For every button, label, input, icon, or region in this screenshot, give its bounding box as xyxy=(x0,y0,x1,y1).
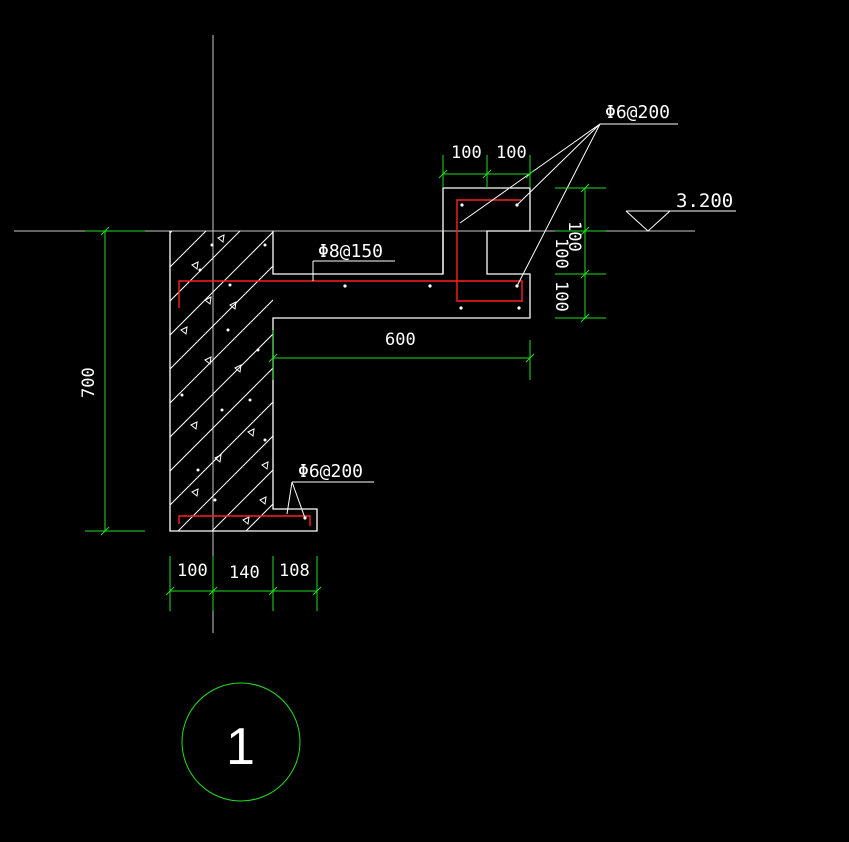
hatch-line xyxy=(280,231,580,531)
rebar xyxy=(178,199,523,526)
aggregate-mark xyxy=(242,516,250,525)
dim-tick xyxy=(482,169,492,179)
reference-lines xyxy=(14,35,695,633)
dim-base-right-text: 108 xyxy=(279,561,310,581)
aggregate-dot xyxy=(220,408,224,412)
aggregate-dot xyxy=(256,348,260,352)
rebar-dot xyxy=(343,284,347,288)
dim-tick xyxy=(268,353,278,363)
dim-tick xyxy=(268,586,278,596)
detail-number: 1 xyxy=(226,718,255,776)
aggregate-dot xyxy=(248,398,252,402)
dim-tick xyxy=(580,226,590,236)
stirrup-rebar xyxy=(456,199,522,302)
detail-circle xyxy=(181,682,301,802)
rebar-dot xyxy=(459,306,463,310)
rebar-dot xyxy=(428,284,432,288)
leader-top-2 xyxy=(516,123,601,206)
hatch-line xyxy=(170,401,273,506)
hatch-line xyxy=(416,231,716,531)
aggregate-mark xyxy=(214,454,222,463)
dim-curb-right-text: 100 xyxy=(496,143,527,163)
aggregate-mark xyxy=(261,461,269,470)
hatch-line xyxy=(211,469,273,531)
dim-tick xyxy=(208,586,218,596)
aggregate-dot xyxy=(263,438,267,442)
dim-curb-h2-text: 100 xyxy=(551,238,571,269)
dim-tick xyxy=(100,226,110,236)
hatch-line xyxy=(170,367,273,472)
top-stirrup-label: Φ6@200 xyxy=(605,102,670,123)
elevation-label: 3.200 xyxy=(676,190,733,212)
dim-tick xyxy=(525,353,535,363)
wall-hatch xyxy=(0,231,750,531)
hatch-line xyxy=(382,231,682,531)
aggregate-mark xyxy=(180,326,188,335)
aggregate-mark xyxy=(217,234,225,243)
hatch-line xyxy=(348,231,648,531)
rebar-dot xyxy=(517,306,521,310)
aggregate-dot xyxy=(263,243,267,247)
rebar-dot xyxy=(460,203,464,207)
hatch-line xyxy=(177,435,273,531)
dim-tick xyxy=(580,269,590,279)
hatch-line xyxy=(170,231,241,302)
hatch-line xyxy=(170,333,273,438)
aggregate-mark xyxy=(204,356,212,365)
dim-tick xyxy=(165,586,175,596)
aggregate-dot xyxy=(226,328,230,332)
dim-curb-h3-text: 100 xyxy=(551,281,571,312)
aggregate-mark xyxy=(229,301,237,310)
slab-bar-label: Φ8@150 xyxy=(318,241,383,262)
aggregate-dot xyxy=(213,498,217,502)
concrete-outline xyxy=(169,187,531,532)
aggregate-dot xyxy=(228,283,232,287)
dim-tick xyxy=(525,169,535,179)
aggregate-mark xyxy=(204,296,212,305)
hatch-line xyxy=(170,231,273,336)
dimension-lines xyxy=(85,155,606,802)
footing-bar-label: Φ6@200 xyxy=(298,461,363,482)
hatch-line xyxy=(314,231,614,531)
aggregate-dot xyxy=(198,268,202,272)
dim-tick xyxy=(438,169,448,179)
hatch-line xyxy=(450,231,750,531)
aggregate-mark xyxy=(259,496,267,505)
leader-lines xyxy=(286,123,736,519)
dim-wall-text: 700 xyxy=(79,367,99,398)
dim-tick xyxy=(312,586,322,596)
footing-rebar xyxy=(178,515,311,526)
dim-tick xyxy=(580,313,590,323)
hatch-line xyxy=(0,231,70,531)
hatch-line xyxy=(170,299,273,404)
slab-rebar xyxy=(178,280,523,308)
aggregate-marks xyxy=(180,234,269,525)
aggregate-mark xyxy=(234,364,242,373)
annotations: Φ6@200 Φ8@150 Φ6@200 3.200 100 100 100 1… xyxy=(79,102,733,776)
hatch-line xyxy=(0,231,138,531)
dim-base-left-text: 100 xyxy=(177,561,208,581)
aggregate-dot xyxy=(196,468,200,472)
dim-tick xyxy=(580,183,590,193)
aggregate-mark xyxy=(191,261,199,270)
aggregate-mark xyxy=(247,428,255,437)
leader-footing-1 xyxy=(286,481,293,515)
dim-base-mid-text: 140 xyxy=(229,563,260,583)
hatch-line xyxy=(170,265,273,370)
aggregate-mark xyxy=(191,488,199,497)
dim-curb-left-text: 100 xyxy=(451,143,482,163)
leader-top-3 xyxy=(516,123,601,287)
elevation-symbol xyxy=(625,210,672,232)
dim-curb-h1-text: 100 xyxy=(564,221,584,252)
aggregate-dot xyxy=(210,243,214,247)
hatch-line xyxy=(170,231,207,268)
leader-footing-2 xyxy=(291,481,306,519)
aggregate-dot xyxy=(180,393,184,397)
aggregate-mark xyxy=(190,421,198,430)
dim-tick xyxy=(100,526,110,536)
dim-slab-text: 600 xyxy=(385,330,416,350)
